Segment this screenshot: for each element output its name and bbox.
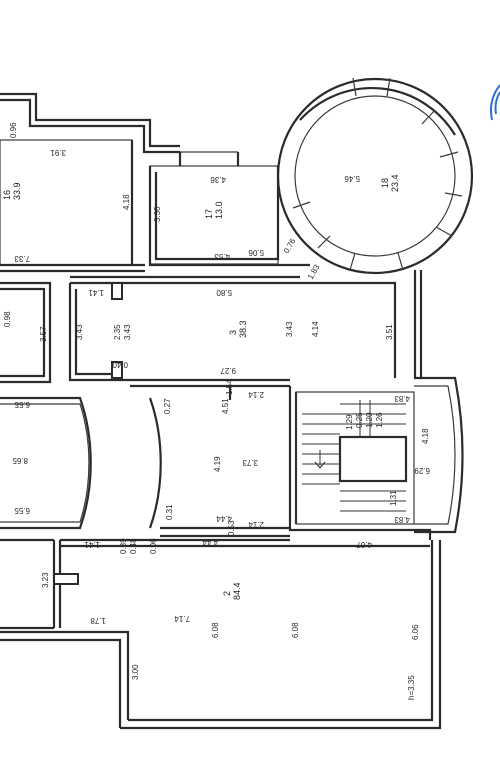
dim-3-43-a: 3.43 — [75, 324, 84, 340]
stamp-fragment — [490, 84, 500, 121]
exterior-walls — [0, 92, 442, 730]
dim-3-30: 3.30 — [153, 206, 162, 222]
room-labels: 16 33.9 17 13.0 18 23.4 3 38.3 2 84.4 — [2, 174, 400, 600]
dim-1-20: 1.20 — [365, 412, 374, 428]
dim-0-53: 0.53 — [227, 520, 236, 536]
staircase — [295, 376, 464, 534]
central-block — [160, 386, 432, 540]
dim-3-73: 3.73 — [242, 458, 258, 467]
dim-7-14: 7.14 — [174, 614, 190, 623]
room-17-number: 17 — [204, 209, 214, 219]
dim-0-39: 0.39 — [119, 538, 128, 554]
dim-1-29: 1.29 — [345, 414, 354, 430]
dim-0-27: 0.27 — [163, 398, 172, 414]
dim-5-80: 5.80 — [216, 288, 232, 297]
dim-6-55-a: 6.55 — [14, 400, 30, 409]
dim-9-27: 9.27 — [220, 366, 236, 375]
dim-1-26: 1.26 — [375, 412, 384, 428]
room-3-number: 3 — [228, 330, 238, 335]
dim-1-31: 1.31 — [389, 490, 398, 506]
dim-3-23: 3.23 — [41, 572, 50, 588]
room-16 — [0, 139, 145, 273]
dim-0-40: 0.40 — [112, 360, 128, 369]
dim-6-29: 6.29 — [414, 466, 430, 475]
dim-0-48: 0.48 — [129, 538, 138, 554]
dim-2-14-a: 2.14 — [248, 390, 264, 399]
dim-0-76: 0.76 — [282, 237, 298, 255]
dim-4-67: 4.67 — [356, 540, 372, 549]
dim-1-54: 1.54 — [225, 379, 234, 395]
dim-0-31: 0.31 — [165, 504, 174, 520]
dim-1-78: 1.78 — [90, 616, 106, 625]
dim-7-33: 7.33 — [14, 254, 30, 263]
dim-4-36: 4.36 — [210, 175, 226, 184]
dim-4-53: 4.53 — [214, 252, 230, 261]
room-18-number: 18 — [380, 178, 390, 188]
room-16-number: 16 — [2, 190, 12, 200]
dim-2-14-b: 2.14 — [248, 520, 264, 529]
room-2-area: 84.4 — [232, 582, 242, 600]
dim-4-44-b: 4.44 — [202, 538, 218, 547]
dim-6-06: 6.06 — [411, 624, 420, 640]
dim-4-18-a: 4.18 — [122, 194, 131, 210]
dim-6-55-b: 6.55 — [14, 506, 30, 515]
dim-4-83-a: 4.83 — [394, 394, 410, 403]
dim-3-91: 3.91 — [50, 148, 66, 157]
room-18-area: 23.4 — [390, 174, 400, 192]
dim-4-51: 4.51 — [221, 398, 230, 414]
dim-3-43-c: 3.43 — [285, 321, 294, 337]
rotunda — [276, 77, 474, 275]
dim-5-06: 5.06 — [248, 248, 264, 257]
dim-3-51: 3.51 — [385, 324, 394, 340]
dim-0-25: 0.25 — [355, 412, 364, 428]
dim-3-00: 3.00 — [131, 664, 140, 680]
dim-0-96: 0.96 — [9, 122, 18, 138]
dim-3-57: 3.57 — [39, 326, 48, 342]
dim-1-41-b: 1.41 — [84, 540, 100, 549]
dim-6-08-a: 6.08 — [211, 622, 220, 638]
room-2-number: 2 — [222, 591, 232, 596]
dim-4-19: 4.19 — [213, 456, 222, 472]
room-17 — [148, 151, 310, 267]
dim-4-83-b: 4.83 — [394, 515, 410, 524]
dim-4-18-b: 4.18 — [421, 428, 430, 444]
room-3 — [68, 275, 397, 388]
room-left-strip — [0, 281, 52, 384]
dimension-labels: 0.96 3.91 4.18 7.33 4.36 3.30 5.06 4.53 … — [3, 122, 430, 700]
dim-0-06: 0.06 — [149, 538, 158, 554]
dim-2-35: 2.35 — [113, 324, 122, 340]
dim-0-98: 0.98 — [3, 311, 12, 327]
dim-4-44-a: 4.44 — [216, 514, 232, 523]
dim-4-14: 4.14 — [311, 321, 320, 337]
arch-hall — [0, 396, 162, 530]
dim-3-43-b: 3.43 — [123, 324, 132, 340]
dim-5-46: 5.46 — [344, 174, 360, 183]
dim-8-65: 8.65 — [12, 456, 28, 465]
room-17-area: 13.0 — [214, 201, 224, 219]
room-2 — [0, 538, 430, 630]
dim-h-3-35: h=3.35 — [407, 675, 416, 700]
room-16-area: 33.9 — [12, 182, 22, 200]
dim-1-41-a: 1.41 — [88, 288, 104, 297]
room-3-area: 38.3 — [238, 320, 248, 338]
dim-6-08-b: 6.08 — [291, 622, 300, 638]
